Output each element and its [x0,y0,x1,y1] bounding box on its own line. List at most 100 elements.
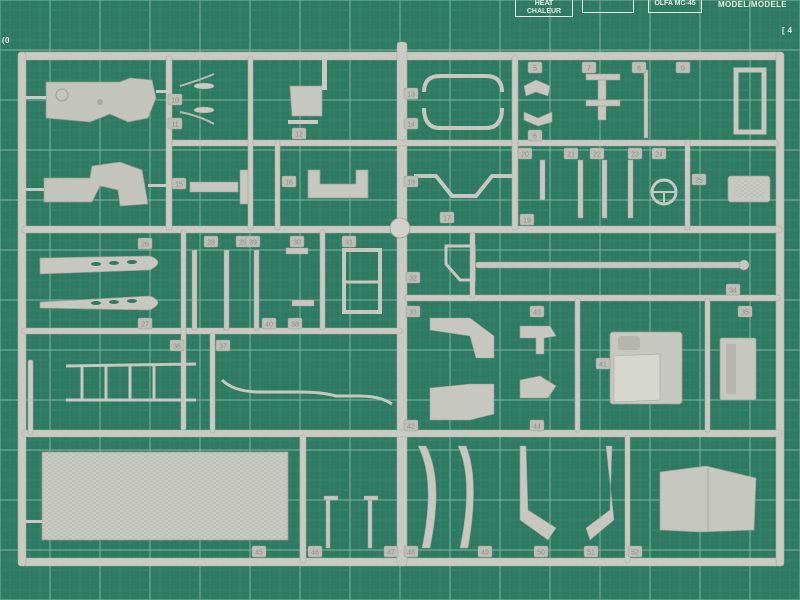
part-number-tag-box [289,235,305,248]
part-number-tag: 7 [581,61,597,74]
part-number-tag-box [291,127,307,140]
part-number-tag-box [405,305,421,318]
frame-left-rail [17,51,27,567]
part-number-label: 21 [567,152,575,159]
part-number-label: 25 [695,178,703,185]
part-number-tag: 41 [595,357,611,370]
part-steering-wheel [650,178,678,206]
part-number-label: 51 [587,550,595,557]
part-panel-top-left [26,77,168,123]
left-edge-mark: (0 [2,36,10,45]
part-number-label: 18 [407,180,415,187]
part-seat-box [609,331,683,405]
part-number-label: 49 [481,550,489,557]
part-number-tag-box [167,117,183,130]
part-number-tag: 32 [405,271,421,284]
part-number-tag-box [405,271,421,284]
sprue-gate [389,217,411,239]
part-number-tag-box [171,177,187,190]
part-number-label: 40 [265,322,273,329]
part-number-tag: 49 [477,545,493,558]
part-number-tag: 39 [245,235,261,248]
part-number-tag-box [167,93,183,106]
frame-right-rail [775,51,785,567]
part-number-tag-box [563,147,579,160]
part-number-tag: 28 [203,235,219,248]
part-number-label: 34 [729,288,737,295]
part-number-tag: 50 [533,545,549,558]
runner-4 [404,294,781,302]
part-number-label: 10 [171,98,179,105]
part-number-tag-box [583,545,599,558]
runner-v3 [274,139,281,231]
part-number-tag-box [215,339,231,352]
part-rods [539,159,634,219]
part-number-label: 41 [599,362,607,369]
heat-line-1: HEAT [534,0,554,7]
part-number-tag: 17 [439,211,455,224]
part-number-tag-box [251,545,267,558]
part-number-tag: 35 [737,305,753,318]
part-number-label: 16 [285,180,293,187]
part-number-tag: 14 [403,117,419,130]
part-number-tag: 11 [167,117,183,130]
part-number-label: 48 [407,550,415,557]
part-number-label: 35 [741,310,749,317]
part-number-tag: 21 [563,147,579,160]
part-number-tag-box [307,545,323,558]
heat-line-2: CHALEUR [526,8,562,15]
part-number-tag: 19 [519,213,535,226]
part-number-tag: 45 [251,545,267,558]
part-number-tag: 20 [517,147,533,160]
part-number-tag: 22 [589,147,605,160]
part-large-panel [26,451,289,541]
part-number-tag-box [737,305,753,318]
part-number-tag-box [169,339,185,352]
part-leaf-springs [417,445,474,549]
runner-v1 [165,55,173,231]
part-seat [659,465,757,533]
part-number-label: 36 [173,344,181,351]
part-number-tag-box [287,317,303,330]
part-number-tag-box [627,147,643,160]
part-number-label: 31 [345,240,353,247]
part-number-label: 11 [171,122,178,129]
part-grille [727,175,771,203]
part-number-label: 9 [681,66,685,73]
part-number-tag: 44 [529,419,545,432]
model-label: MODEL/MODELE [718,0,787,9]
part-number-tag: 15 [171,177,187,190]
part-number-label: 26 [141,242,149,249]
part-number-tag: 8 [631,61,647,74]
part-small-box [288,60,327,124]
part-number-label: 24 [655,152,663,159]
runner-v7 [319,229,326,331]
part-number-tag: 24 [651,147,667,160]
part-number-label: 27 [141,322,149,329]
part-ladder [65,362,197,402]
part-pipe-frame [414,74,512,198]
part-number-tag: 46 [307,545,323,558]
logo-box [582,0,634,13]
part-number-tag: 25 [691,173,707,186]
part-number-tag: 26 [137,237,153,250]
sprue-frame [17,41,785,567]
part-springs [179,73,215,125]
part-number-tag: 51 [583,545,599,558]
runner-v14 [27,359,34,436]
part-number-tag: 10 [167,93,183,106]
part-number-label: 12 [295,132,303,139]
runner-v6 [180,229,187,431]
part-number-tag-box [527,129,543,142]
mat-header: HEAT CHALEUR OLFA MC-45 MODEL/MODELE [ 4… [0,0,800,45]
part-number-label: 6 [533,134,537,141]
runner-v12 [624,434,631,564]
part-number-label: 33 [409,310,417,317]
part-number-tag: 18 [403,175,419,188]
part-number-tag-box [383,545,399,558]
part-number-tag-box [529,305,545,318]
part-number-label: 13 [407,92,415,99]
part-brackets-50 [519,445,615,541]
